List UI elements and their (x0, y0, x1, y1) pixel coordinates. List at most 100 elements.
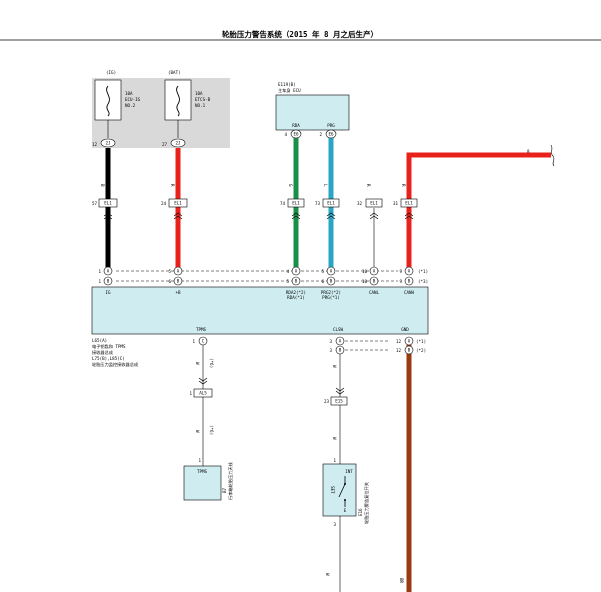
row-b-letter-5: B (373, 279, 376, 284)
row-b-suffix: (*3) (418, 279, 428, 284)
row-b-letter-4: B (330, 279, 333, 284)
row-b-pin-1: 1 (98, 279, 101, 284)
fuse-2-source: (BAT) (168, 70, 181, 75)
gnd-pin-a-conn: A (408, 339, 411, 344)
switch-contact-bottom (344, 499, 346, 501)
ecu-prg-conn: E6 (328, 132, 334, 137)
row-b-letter-3: B (295, 279, 298, 284)
row-a-connector-5 (369, 266, 379, 276)
junction-5: 32 EL1 (357, 198, 383, 208)
fuse-2-rating: 10A (195, 91, 203, 96)
switch-contact-top (344, 483, 346, 485)
junction-1-conn: EL1 (104, 201, 112, 206)
junction-5-pin: 32 (357, 201, 363, 206)
module-desc-4: L75(B),L85(C) (92, 356, 125, 361)
clsw-pin-a: 3 A (329, 336, 345, 346)
ecu-prg-pin: 2 (319, 132, 322, 137)
module-desc-1: L65(A) (92, 338, 107, 343)
row-b-pin-5: 10 (362, 279, 368, 284)
diagram-title: 轮胎压力警告系统（2015 年 8 月之后生产） (222, 29, 378, 39)
tpms-shield-code: (*6) (209, 358, 214, 368)
gnd-pin-a-num: 12 (396, 339, 402, 344)
ecu-pin-label-prg: PRG (327, 123, 335, 128)
junction-3: 74 EL1 (280, 198, 305, 208)
term-rda: RDA2(*2) (286, 290, 306, 295)
row-a-letter-1: A (107, 269, 110, 274)
term-canh: CANH (404, 290, 415, 295)
clsw-pin-b-num: 3 (329, 348, 332, 353)
switch-label-e: E (344, 508, 347, 513)
module-desc-5: 轮胎压力监控接收器总成 (92, 361, 138, 368)
fuse-1-source: (IG) (106, 70, 116, 75)
row-a-connector-2 (173, 266, 183, 276)
antenna-label: TPMS (197, 469, 208, 474)
junction-5-conn: EL1 (370, 201, 378, 206)
fuse-2-icon (176, 85, 180, 117)
clsw-pin-b-conn: B (339, 348, 342, 353)
row-a-letter-6: A (408, 269, 411, 274)
switch-label-int: INT (345, 469, 353, 474)
gnd-pin-a-suffix: (*1) (416, 339, 426, 344)
al5-pin: 1 (189, 391, 192, 396)
ecu-ref: E119(B) (278, 82, 296, 87)
fuse-2-connector: 27 2J (162, 138, 186, 148)
tpms-shield-code-2: (*6) (209, 425, 214, 435)
gnd-pin-b: 12 B (*2) (396, 345, 426, 355)
antenna-ref: B7 (222, 487, 227, 493)
term-clsw: CLSW (333, 327, 344, 332)
term-b: +B (175, 290, 181, 295)
ecu-name: 主车身 ECU (278, 87, 301, 94)
antenna-pin: 1 (198, 458, 201, 463)
tpms-receiver-module (91, 286, 429, 335)
e15-name: E15 (335, 399, 343, 404)
row-a-connector-6 (404, 266, 414, 276)
junction-1: 57 EL1 (92, 198, 118, 208)
switch-ref: E16 (358, 508, 363, 516)
term-rda-2: RDA(*1) (287, 295, 305, 300)
fuse-1-pin: 12 (92, 142, 98, 147)
junction-2: 24 EL1 (161, 198, 188, 208)
junction-6-pin: 31 (393, 201, 399, 206)
row-b-connector-5 (369, 276, 379, 286)
fuse-1-rating: 10A (125, 91, 133, 96)
junction-6-conn: EL1 (405, 201, 413, 206)
wire-code-2: R (170, 184, 175, 187)
term-gnd: GND (401, 327, 409, 332)
junction-4: 73 EL1 (315, 198, 340, 208)
clsw-chevrons (335, 387, 345, 395)
gnd-pin-b-num: 12 (396, 348, 402, 353)
row-b-letter-6: B (408, 279, 411, 284)
wire-canh-red (406, 152, 551, 268)
row-a-connector-3 (291, 266, 301, 276)
module-desc-2: 电子钥匙和 TPMS (92, 343, 126, 350)
row-b-pin-4: 6 (321, 279, 324, 284)
ecu-rda-conn: E6 (293, 132, 299, 137)
row-a-pin-1: 1 (98, 269, 101, 274)
term-canl: CANL (369, 290, 380, 295)
ecu-rda-pin: 4 (284, 132, 287, 137)
clsw-wire-code-2: W (332, 437, 337, 440)
tpms-pin-connector: 1 C (192, 336, 208, 346)
row-a-suffix: (*1) (418, 269, 428, 274)
junction-4-conn: EL1 (327, 201, 335, 206)
row-a-connector-4 (326, 266, 336, 276)
gnd-pin-a: 12 A (*1) (396, 336, 426, 346)
row-a-pin-6: 9 (399, 269, 402, 274)
row-a-pin-5: 10 (362, 269, 368, 274)
wire-code-6: R (366, 184, 371, 187)
row-a-pin-4: 5 (321, 269, 324, 274)
clsw-pin-b: 3 B (329, 345, 345, 355)
fuse-2-pin: 27 (162, 142, 168, 147)
tpms-wire-code-2: W (195, 430, 200, 433)
tpms-pin-conn: C (202, 339, 205, 344)
row-b-pin-6: 9 (399, 279, 402, 284)
al5-name: AL5 (199, 391, 207, 396)
clsw-wire-code: W (332, 365, 337, 368)
tpms-pin-num: 1 (192, 339, 195, 344)
switch-out-wire-code: W (325, 573, 330, 576)
junction-2-pin: 24 (161, 201, 167, 206)
fuse-1-icon (106, 85, 110, 117)
junction-3-pin: 74 (280, 201, 286, 206)
fuse-1-conn: 2J (105, 141, 110, 146)
